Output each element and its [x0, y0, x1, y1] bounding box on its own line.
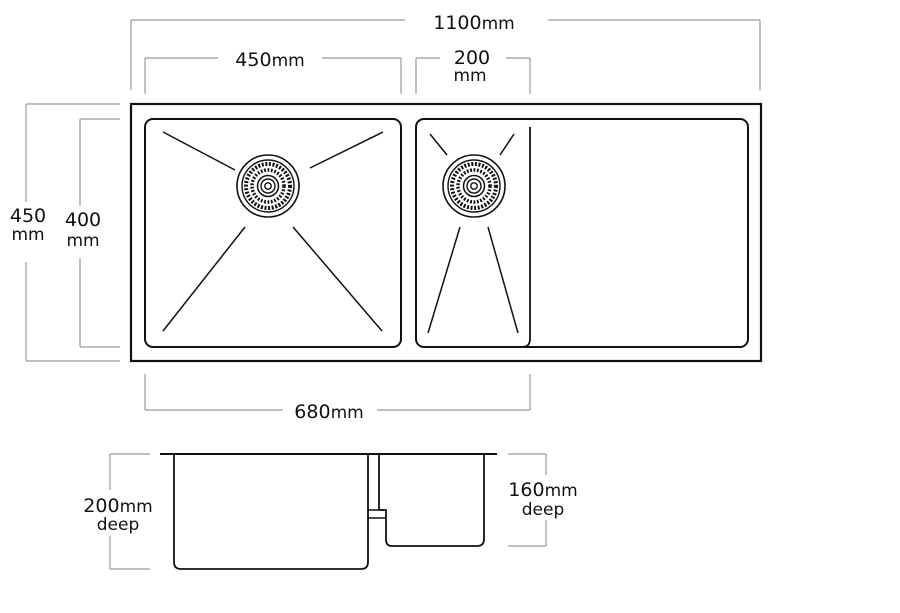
small-bowl-drain-icon: [442, 154, 506, 218]
overall-depth-value: 450: [10, 205, 46, 227]
overall-depth-unit: mm: [11, 225, 44, 245]
small-bowl-grooves: [427, 133, 519, 334]
dimension-large-bowl-depth: 200mm deep: [83, 453, 153, 570]
small-bowl-section: [378, 454, 485, 547]
sink-section-view: [160, 453, 497, 570]
bowls-span-label: 680mm: [294, 401, 363, 423]
large-bowl: [144, 118, 402, 348]
large-bowl-grooves: [162, 131, 384, 332]
large-bowl-depth-label: 200mm: [83, 495, 152, 517]
dimension-large-bowl-width: 450mm: [144, 49, 402, 94]
dimension-bowl-depth: 400 mm: [65, 118, 120, 348]
sink-plan-view: [129, 102, 763, 363]
small-bowl-depth-note: deep: [522, 500, 565, 520]
dimension-overall-depth: 450 mm: [10, 103, 120, 362]
overall-width-label: 1100mm: [433, 12, 514, 34]
small-bowl-depth-label: 160mm: [508, 479, 577, 501]
small-bowl-width-value: 200: [454, 47, 490, 69]
bowl-depth-value: 400: [65, 209, 101, 231]
drainer-outline: [415, 118, 749, 348]
dimension-bowls-span: 680mm: [144, 374, 531, 423]
dimension-overall-width: 1100mm: [130, 12, 761, 90]
small-bowl-width-unit: mm: [453, 66, 486, 86]
small-bowl-divider: [521, 127, 531, 348]
bowl-depth-unit: mm: [66, 231, 99, 251]
dimension-small-bowl-depth: 160mm deep: [508, 453, 578, 547]
dimension-small-bowl-width: 200 mm: [415, 47, 531, 94]
large-bowl-drain-icon: [236, 154, 300, 218]
large-bowl-width-label: 450mm: [235, 49, 304, 71]
large-bowl-section: [173, 454, 369, 570]
sink-outline: [129, 102, 763, 363]
large-bowl-depth-note: deep: [97, 515, 140, 535]
